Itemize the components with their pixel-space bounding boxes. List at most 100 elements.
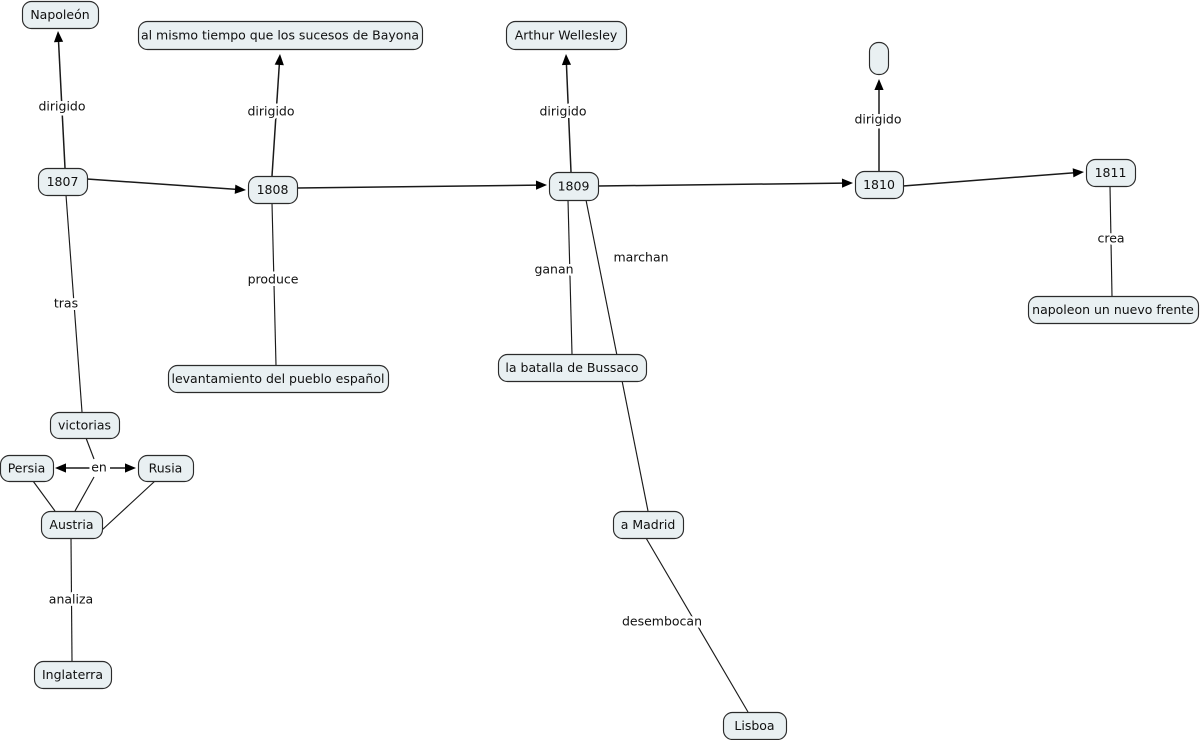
node-shape[interactable] <box>0 454 55 483</box>
node-label: Inglaterra <box>42 667 103 682</box>
node-shape[interactable] <box>137 454 195 483</box>
node-label: al mismo tiempo que los sucesos de Bayon… <box>141 28 419 43</box>
node-shape[interactable] <box>612 510 685 540</box>
edge-victorias-to-en <box>85 437 95 460</box>
node-label: Persia <box>8 461 46 476</box>
node-label: Arthur Wellesley <box>515 28 618 43</box>
node-1809[interactable]: 1809 <box>548 171 600 202</box>
node-lisboa[interactable]: Lisboa <box>722 711 788 740</box>
node-shape[interactable] <box>505 20 628 51</box>
node-label: Rusia <box>149 461 183 476</box>
arrow-head-icon <box>125 463 136 473</box>
edge-label-halo: dirigido <box>854 112 901 127</box>
node-persia[interactable]: Persia <box>0 454 55 483</box>
node-1810[interactable]: 1810 <box>854 170 905 200</box>
node-shape[interactable] <box>21 0 100 30</box>
edge-label-halo: dirigido <box>38 99 85 114</box>
edge-label-text: en <box>91 460 107 475</box>
node-napoleon-un-nuevo-frente[interactable]: napoleon un nuevo frente <box>1027 295 1200 325</box>
edge-label-text: dirigido <box>247 104 294 119</box>
edge-1810-to-empty <box>874 79 884 171</box>
edge-1808-to-al-mismo-tiempo-que-los-sucesos-de-bayona <box>271 54 284 177</box>
edge-line <box>565 63 572 173</box>
edge-a-madrid-to-lisboa <box>645 537 749 713</box>
edge-line <box>1109 185 1113 297</box>
node-shape[interactable] <box>137 20 424 51</box>
node-napoleon[interactable]: Napoleón <box>21 0 100 30</box>
edge-1807-to-1808 <box>86 178 246 194</box>
edge-label-halo: marchan <box>613 250 668 265</box>
node-shape[interactable] <box>49 411 121 440</box>
node-al-mismo-tiempo-que-los-sucesos-de-bayona[interactable]: al mismo tiempo que los sucesos de Bayon… <box>137 20 424 51</box>
node-rusia[interactable]: Rusia <box>137 454 195 483</box>
node-shape[interactable] <box>548 171 600 202</box>
node-inglaterra[interactable]: Inglaterra <box>33 660 113 690</box>
arrow-head-icon <box>274 54 284 66</box>
edge-label-halo: produce <box>248 272 299 287</box>
node-empty[interactable] <box>868 41 890 76</box>
edge-line <box>271 63 281 177</box>
node-austria[interactable]: Austria <box>40 510 104 540</box>
edge-1807-to-napoleon <box>53 31 66 169</box>
edge-line <box>296 184 538 189</box>
node-levantamiento-del-pueblo-espanol[interactable]: levantamiento del pueblo español <box>167 364 390 394</box>
node-shape[interactable] <box>854 170 905 200</box>
edge-label-halo: dirigido <box>539 104 586 119</box>
node-shape[interactable] <box>167 364 390 394</box>
edge-1809-to-la-batalla-de-bussaco <box>567 199 573 355</box>
edge-1808-to-levantamiento-del-pueblo-espanol <box>271 202 277 366</box>
node-1811[interactable]: 1811 <box>1085 158 1137 188</box>
node-shape[interactable] <box>40 510 104 540</box>
edge-en-to-persia <box>55 463 90 473</box>
edge-label-halo: ganan <box>534 262 573 277</box>
edge-persia-to-austria <box>32 480 56 512</box>
node-shape[interactable] <box>868 41 890 76</box>
arrow-head-icon <box>535 180 547 190</box>
arrow-head-icon <box>1072 168 1084 178</box>
node-label: 1811 <box>1095 165 1127 180</box>
node-shape[interactable] <box>247 175 299 205</box>
edge-label-halo: crea <box>1097 231 1124 246</box>
edge-1809-to-arthur-wellesley <box>561 54 572 173</box>
edge-label-text: analiza <box>49 592 93 607</box>
arrow-head-icon <box>55 463 66 473</box>
edge-1809-to-1810 <box>597 178 853 188</box>
node-1807[interactable]: 1807 <box>37 167 89 197</box>
arrow-head-icon <box>561 54 572 66</box>
node-victorias[interactable]: victorias <box>49 411 121 440</box>
node-label: 1809 <box>558 179 590 194</box>
node-a-madrid[interactable]: a Madrid <box>612 510 685 540</box>
edge-rusia-to-austria <box>101 480 156 531</box>
arrow-head-icon <box>874 79 884 90</box>
node-1808[interactable]: 1808 <box>247 175 299 205</box>
edge-line <box>70 537 73 662</box>
node-label: victorias <box>58 418 111 433</box>
node-arthur-wellesley[interactable]: Arthur Wellesley <box>505 20 628 51</box>
node-la-batalla-de-bussaco[interactable]: la batalla de Bussaco <box>497 353 648 383</box>
edge-label-halo: dirigido <box>247 104 294 119</box>
node-label: Austria <box>49 517 93 532</box>
node-label: levantamiento del pueblo español <box>172 371 385 386</box>
edge-line <box>74 476 95 512</box>
node-shape[interactable] <box>497 353 648 383</box>
node-shape[interactable] <box>37 167 89 197</box>
edge-austria-to-inglaterra <box>70 537 73 662</box>
edge-label-halo: tras <box>54 296 78 311</box>
node-shape[interactable] <box>1085 158 1137 188</box>
node-shape[interactable] <box>33 660 113 690</box>
edge-1811-to-napoleon-un-nuevo-frente <box>1109 185 1113 297</box>
edge-line <box>567 199 573 355</box>
edge-line <box>101 480 156 531</box>
edge-1808-to-1809 <box>296 180 547 190</box>
node-shape[interactable] <box>1027 295 1200 325</box>
arrow-head-icon <box>234 184 246 194</box>
